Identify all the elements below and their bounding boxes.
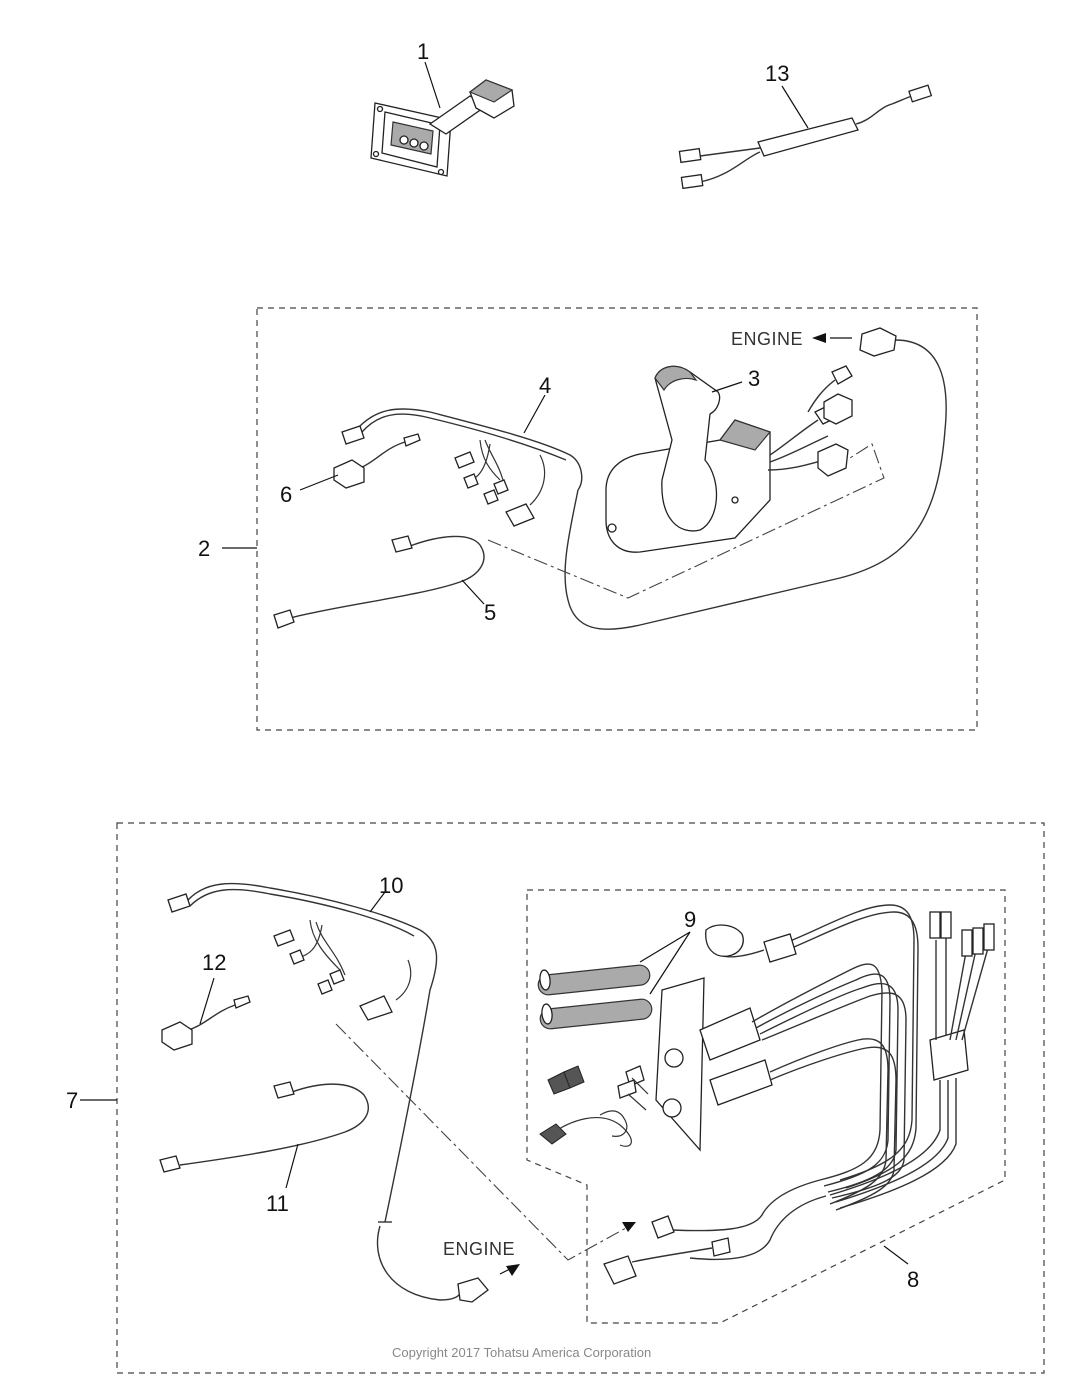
part-8-main-harness	[539, 904, 995, 1285]
part-3-remote-control	[605, 365, 853, 553]
callout-9: 9	[684, 907, 696, 932]
engine-label-bottom: ENGINE	[443, 1239, 515, 1259]
part-4-harness	[341, 394, 583, 527]
callout-5: 5	[484, 600, 496, 625]
part-13-fuse-harness	[678, 84, 933, 190]
part-5-lead-wire	[273, 535, 485, 629]
callout-6: 6	[280, 482, 292, 507]
part-6-connector-lead	[299, 433, 421, 491]
engine-connector-top: ENGINE	[564, 327, 947, 630]
callout-8: 8	[907, 1267, 919, 1292]
callout-12: 12	[202, 950, 226, 975]
part-10-harness: ENGINE	[167, 882, 520, 1303]
part-11-lead-wire	[159, 1081, 369, 1189]
group-7-box	[116, 822, 1045, 1374]
part-12-connector-lead	[161, 977, 251, 1051]
copyright-notice: Copyright 2017 Tohatsu America Corporati…	[392, 1345, 651, 1360]
callout-11: 11	[266, 1191, 289, 1216]
callout-10: 10	[379, 873, 403, 898]
engine-label-top: ENGINE	[731, 329, 803, 349]
callout-4: 4	[539, 373, 551, 398]
connection-line-7	[335, 1023, 627, 1261]
group-2-box	[256, 307, 978, 731]
group-8-box	[526, 889, 1006, 1324]
connection-line-2	[487, 443, 885, 599]
callout-13: 13	[765, 61, 789, 86]
callout-2: 2	[198, 536, 210, 561]
callout-3: 3	[748, 366, 760, 391]
part-9-grips	[537, 964, 653, 1030]
callout-7: 7	[66, 1088, 78, 1113]
part-1-switch-panel	[370, 79, 515, 177]
callout-1: 1	[417, 39, 429, 64]
